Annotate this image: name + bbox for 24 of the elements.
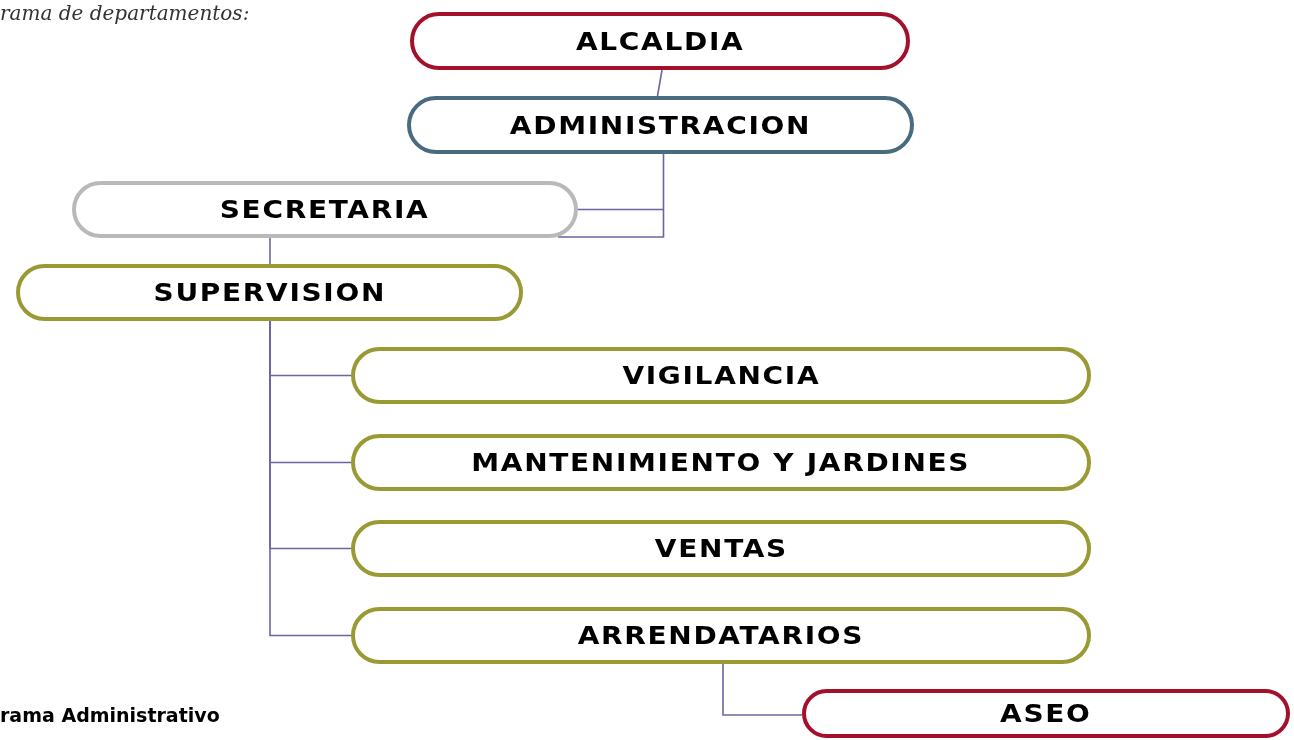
connector-line [656,69,663,97]
rounded-box [351,520,1091,577]
caption-text: rama Administrativo [0,704,220,726]
rounded-box [802,689,1290,738]
box-label: ASEO [1000,699,1092,728]
rounded-box [16,264,523,321]
box-label: ALCALDIA [575,26,745,56]
box-label: MANTENIMIENTO Y JARDINES [471,448,971,477]
box-label: VIGILANCIA [622,361,820,390]
connector-line [269,237,271,265]
rounded-box [410,12,910,70]
rounded-box [407,96,914,154]
rounded-box [351,607,1091,664]
box-label: ADMINISTRACION [509,110,812,140]
box-label: ARRENDATARIOS [577,621,865,650]
box-label: SUPERVISION [153,278,386,307]
connector-line [557,153,665,238]
rounded-box [351,347,1091,404]
heading-text: rama de departamentos: [0,0,250,26]
rounded-box [72,181,578,238]
box-label: VENTAS [654,534,788,563]
box-label: SECRETARIA [220,195,430,224]
connector-line [722,663,803,716]
rounded-box [351,434,1091,491]
